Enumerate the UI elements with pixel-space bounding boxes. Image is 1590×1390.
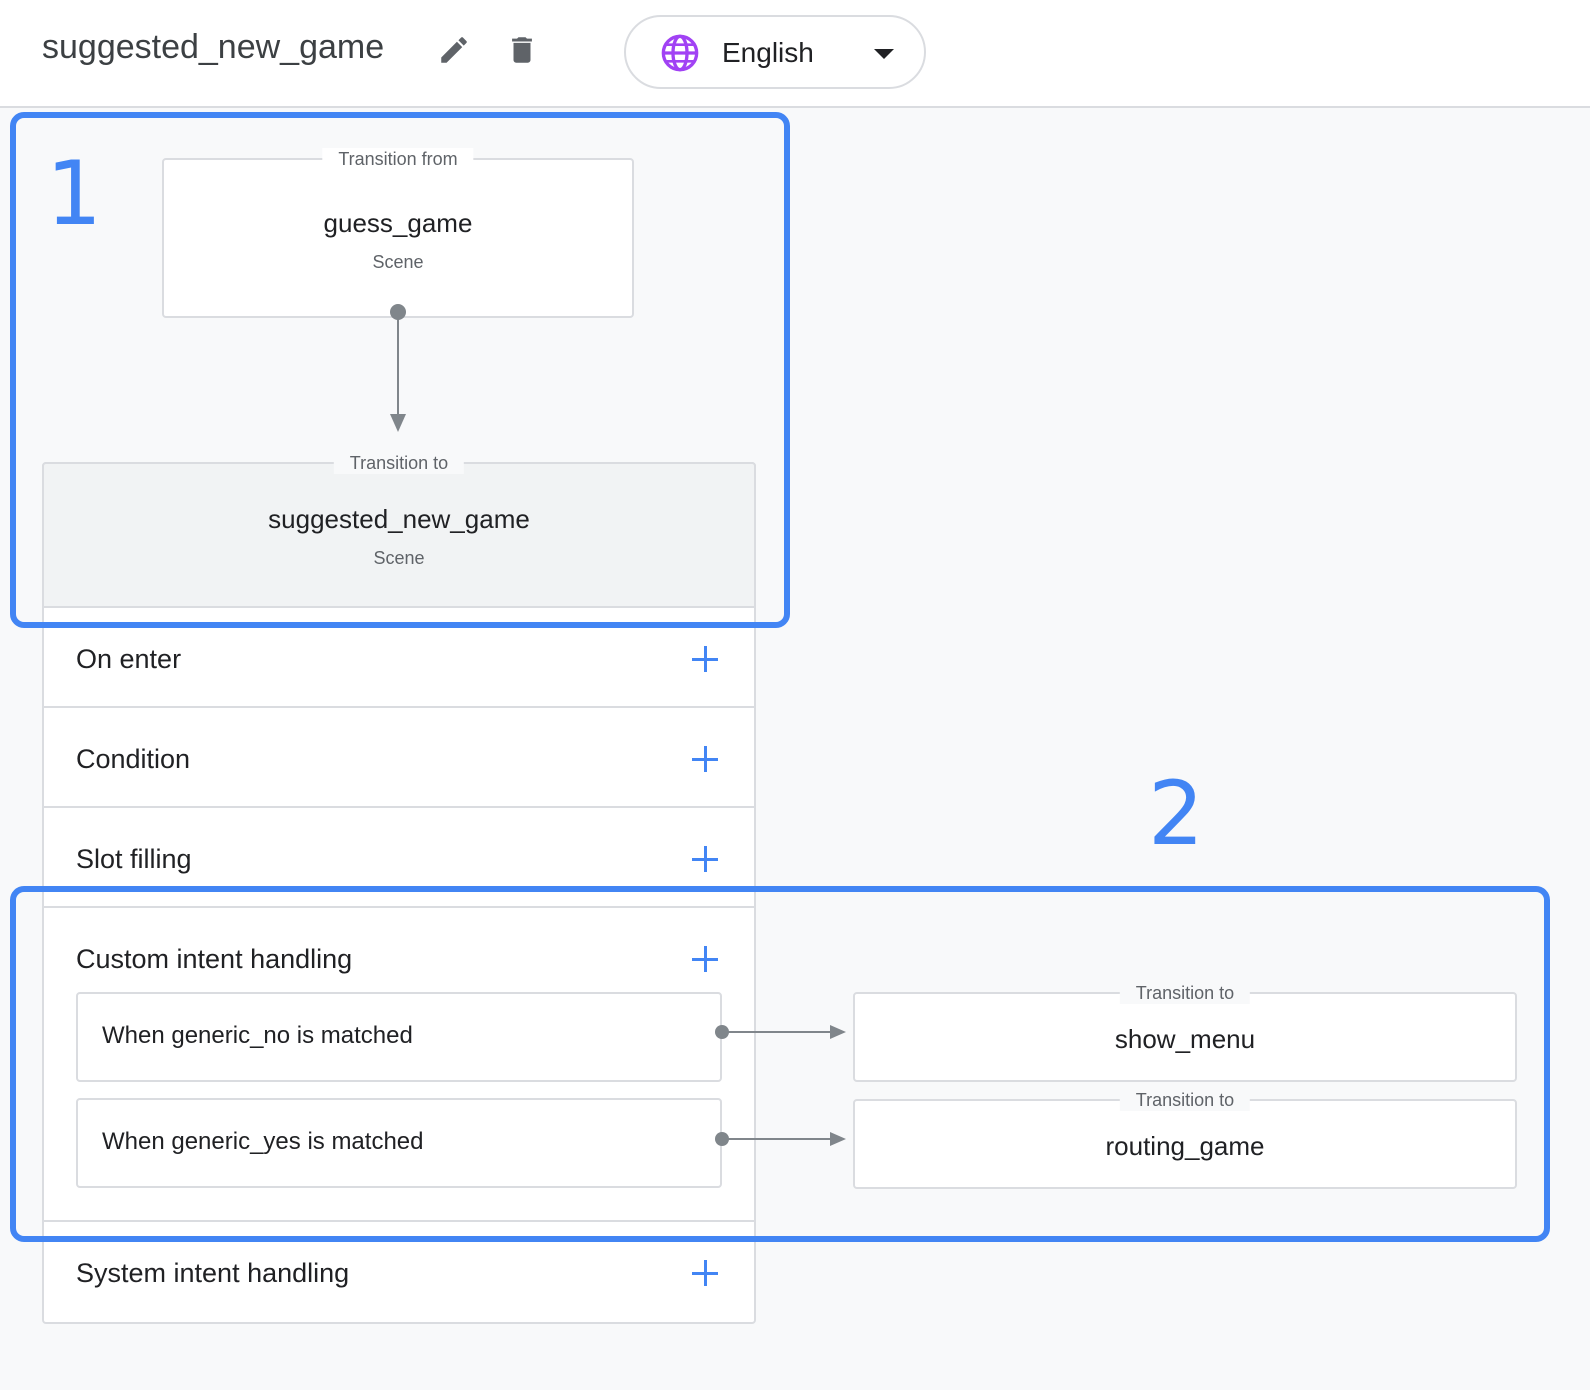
transition-from-card[interactable]: Transition from guess_game Scene <box>162 148 634 318</box>
intent-rule-text: When generic_no is matched <box>102 1022 413 1049</box>
section-label: Condition <box>76 744 191 774</box>
add-condition-button[interactable] <box>692 746 718 772</box>
globe-icon <box>661 34 699 72</box>
pencil-icon <box>441 37 467 63</box>
language-select[interactable]: English <box>624 15 926 89</box>
section-label: Slot filling <box>76 844 192 874</box>
intent-rule-card[interactable]: When generic_yes is matched <box>76 1098 722 1188</box>
section-label: On enter <box>76 644 182 674</box>
caret-down-icon <box>874 49 894 59</box>
transition-target-name: show_menu <box>1114 1024 1256 1054</box>
language-label: English <box>722 37 814 68</box>
trash-icon <box>512 37 532 63</box>
scene-title: suggested_new_game <box>42 28 385 66</box>
add-system-intent-button[interactable] <box>692 1260 718 1286</box>
transition-target-legend: Transition to <box>1119 982 1251 1004</box>
transition-target-card[interactable]: Transition to routing_game <box>853 1089 1517 1189</box>
rule-arrow <box>715 1132 846 1146</box>
current-scene-name: suggested_new_game <box>268 504 530 534</box>
delete-scene-button[interactable] <box>500 28 544 72</box>
section-label: System intent handling <box>76 1258 350 1288</box>
section-condition[interactable]: Condition <box>44 708 754 808</box>
current-scene-card: Transition to suggested_new_game Scene <box>42 452 756 608</box>
add-on-enter-button[interactable] <box>692 646 718 672</box>
transition-from-scene-type: Scene <box>372 252 424 272</box>
rule-arrow <box>715 1025 846 1039</box>
section-on-enter[interactable]: On enter <box>44 608 754 708</box>
add-slot-button[interactable] <box>692 846 718 872</box>
transition-target-card[interactable]: Transition to show_menu <box>853 982 1517 1082</box>
section-slot-filling[interactable]: Slot filling <box>44 808 754 908</box>
transition-from-legend: Transition from <box>322 148 474 170</box>
intent-rule-text: When generic_yes is matched <box>102 1128 424 1155</box>
transition-connector <box>390 304 406 432</box>
section-system-intent-handling[interactable]: System intent handling <box>44 1222 754 1322</box>
current-scene-legend: Transition to <box>333 452 465 474</box>
callout-number-2: 2 <box>1148 762 1204 865</box>
section-custom-intent-handling: Custom intent handling When generic_no i… <box>44 908 754 1222</box>
section-label: Custom intent handling <box>76 944 353 974</box>
intent-rule-card[interactable]: When generic_no is matched <box>76 992 722 1082</box>
add-custom-intent-button[interactable] <box>692 946 718 972</box>
transition-target-legend: Transition to <box>1119 1089 1251 1111</box>
callout-number-1: 1 <box>46 142 102 245</box>
scene-panel: Transition to suggested_new_game Scene O… <box>42 452 756 1324</box>
transition-from-scene-name: guess_game <box>323 208 473 238</box>
current-scene-type: Scene <box>373 548 425 568</box>
transition-target-name: routing_game <box>1105 1131 1265 1161</box>
scene-header: suggested_new_game English <box>0 0 1590 108</box>
edit-scene-button[interactable] <box>432 28 476 72</box>
